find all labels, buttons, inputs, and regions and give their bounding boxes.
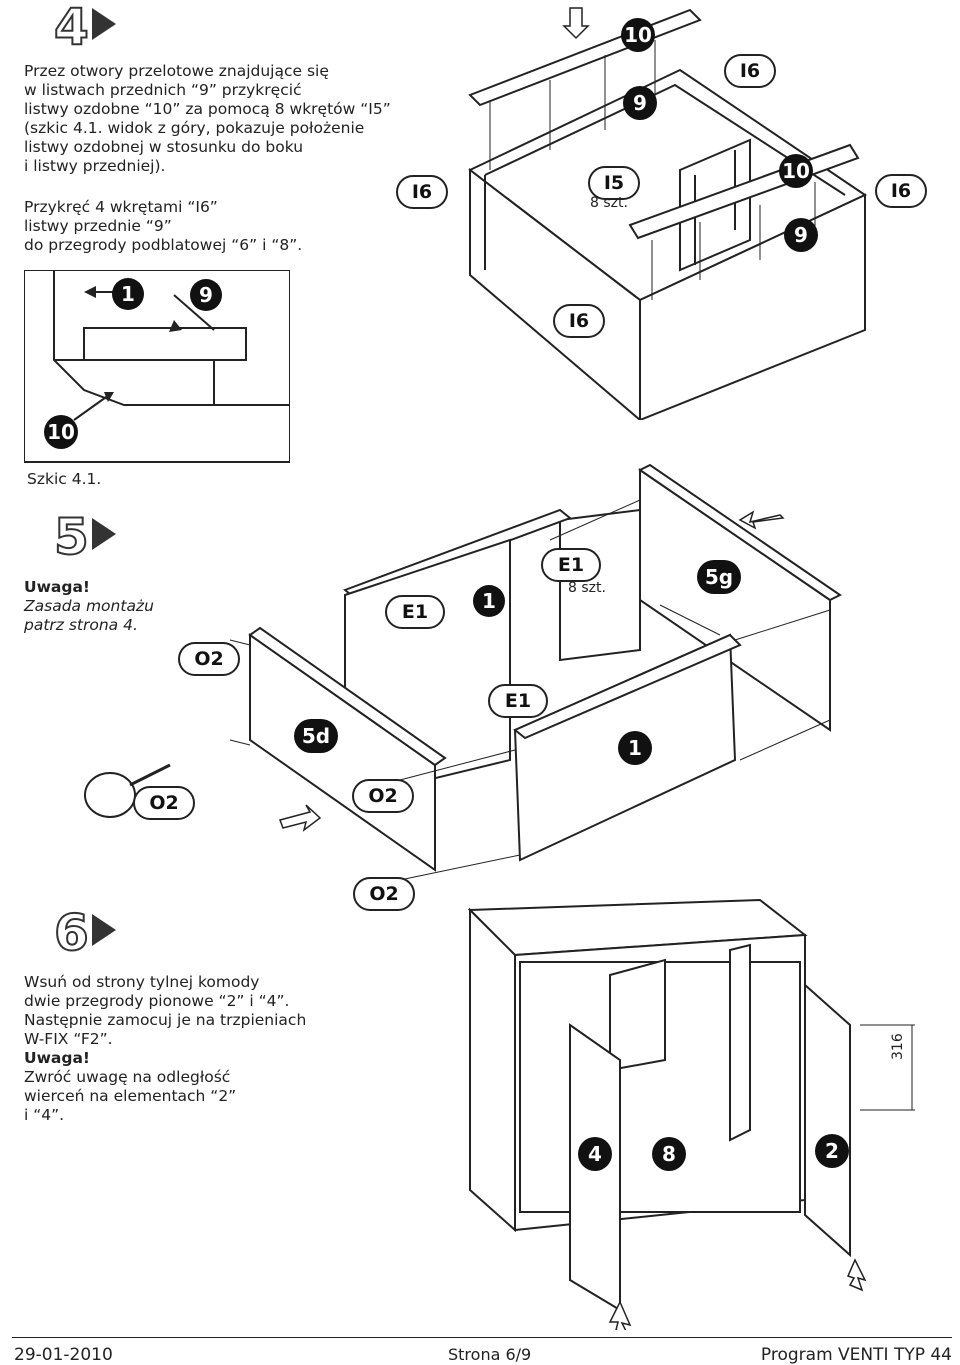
- step-4-drawing: [468, 7, 868, 420]
- text-line: W-FIX “F2”.: [24, 1030, 113, 1048]
- label-i6-c: I6: [875, 174, 927, 208]
- warning-title: Uwaga!: [24, 1049, 90, 1067]
- text-line: Zasada montażu: [24, 597, 154, 615]
- text-line: listwy przednie “9”: [24, 217, 172, 235]
- step-6-instructions: Wsuń od strony tylnej komody dwie przegr…: [24, 973, 364, 1125]
- label-e1-a: E1: [385, 595, 445, 629]
- step-5-note: Uwaga! Zasada montażu patrz strona 4.: [24, 578, 154, 635]
- sketch-label-1: 1: [112, 278, 144, 310]
- step-4-instructions-2: Przykręć 4 wkrętami “I6” listwy przednie…: [24, 198, 404, 255]
- label-8: 8: [652, 1137, 686, 1171]
- label-e1-b: E1: [541, 548, 601, 582]
- text-line: wierceń na elementach “2”: [24, 1087, 237, 1105]
- label-o2-d: O2: [353, 877, 415, 911]
- label-9-top: 9: [623, 86, 657, 120]
- label-5g: 5g: [697, 560, 741, 594]
- step-5-number: 5: [53, 508, 90, 566]
- warning-title: Uwaga!: [24, 578, 90, 596]
- text-line: Przez otwory przelotowe znajdujące się: [24, 62, 329, 80]
- label-5d: 5d: [294, 719, 338, 753]
- text-line: patrz strona 4.: [24, 616, 138, 634]
- text-line: (szkic 4.1. widok z góry, pokazuje położ…: [24, 119, 365, 137]
- step-arrow-icon: [92, 914, 116, 946]
- label-o2-a: O2: [178, 642, 240, 676]
- label-i6-d: I6: [553, 304, 605, 338]
- label-4: 4: [578, 1137, 612, 1171]
- label-i6-a: I6: [724, 54, 776, 88]
- step-4-number: 4: [53, 0, 90, 56]
- label-9-right: 9: [784, 218, 818, 252]
- step-6-drawing: [467, 898, 915, 1330]
- label-i5: I5: [588, 166, 640, 200]
- text-line: Wsuń od strony tylnej komody: [24, 973, 260, 991]
- step-4-instructions: Przez otwory przelotowe znajdujące się w…: [24, 62, 404, 176]
- text-line: i “4”.: [24, 1106, 65, 1124]
- step-arrow-icon: [92, 8, 116, 40]
- text-line: listwy ozdobne “10” za pomocą 8 wkrętów …: [24, 100, 391, 118]
- step-6-number: 6: [53, 904, 90, 962]
- label-1-b: 1: [618, 731, 652, 765]
- sketch-label-9: 9: [190, 279, 222, 311]
- footer-program: Program VENTI TYP 44: [760, 1345, 952, 1365]
- label-10-right: 10: [779, 154, 813, 188]
- text-line: Zwróć uwagę na odległość: [24, 1068, 231, 1086]
- label-i6-b: I6: [396, 175, 448, 209]
- label-1-a: 1: [473, 585, 505, 617]
- text-line: w listwach przednich “9” przykręcić: [24, 81, 302, 99]
- dimension-label: 316: [890, 1033, 906, 1060]
- sketch-caption: Szkic 4.1.: [27, 470, 102, 488]
- footer-date: 29-01-2010: [14, 1345, 113, 1365]
- text-line: Następnie zamocuj je na trzpieniach: [24, 1011, 307, 1029]
- step-arrow-icon: [92, 518, 116, 550]
- sketch-label-10: 10: [44, 415, 78, 449]
- text-line: Przykręć 4 wkrętami “I6”: [24, 198, 218, 216]
- label-o2-c: O2: [352, 779, 414, 813]
- text-line: listwy ozdobnej w stosunku do boku: [24, 138, 304, 156]
- footer-rule: [12, 1337, 952, 1338]
- text-line: i listwy przedniej).: [24, 157, 166, 175]
- label-2: 2: [815, 1134, 849, 1168]
- step-5-drawing: [84, 463, 842, 881]
- text-line: do przegrody podblatowej “6” i “8”.: [24, 236, 303, 254]
- label-10-top: 10: [621, 18, 655, 52]
- label-e1-qty: 8 szt.: [568, 580, 606, 596]
- footer-page: Strona 6/9: [448, 1345, 532, 1364]
- label-e1-c: E1: [488, 684, 548, 718]
- text-line: dwie przegrody pionowe “2” i “4”.: [24, 992, 290, 1010]
- label-o2-b: O2: [133, 786, 195, 820]
- label-i5-qty: 8 szt.: [590, 195, 628, 211]
